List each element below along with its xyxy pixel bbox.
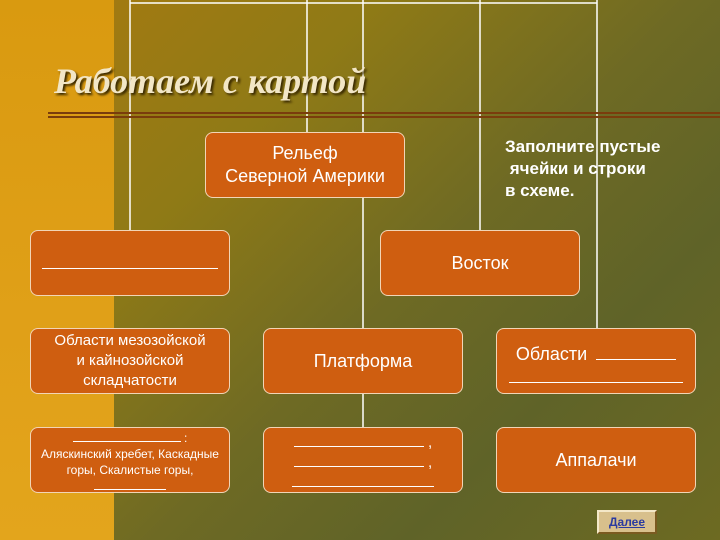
platform-items-line2: , (293, 453, 433, 473)
platform-items-line3[interactable] (292, 473, 434, 487)
root-node-line2: Северной Америки (225, 166, 385, 186)
mountains-west-line2: Аляскинский хребет, Каскадные (41, 447, 219, 461)
platform-items-sep1: , (428, 434, 433, 451)
mountains-west-line4[interactable] (94, 478, 166, 490)
regions-blank-line1: Области (515, 343, 677, 366)
next-button[interactable]: Далее (597, 510, 657, 534)
regions-blank-node[interactable]: Области (496, 328, 696, 394)
platform-items-line1: , (293, 433, 433, 453)
west-node-blank-line[interactable] (42, 267, 218, 269)
instruction-line1: Заполните пустые (505, 137, 661, 156)
title-divider (48, 112, 720, 118)
west-node-blank[interactable] (30, 230, 230, 296)
platform-items-sep2: , (428, 454, 433, 471)
platform-items-blank-1[interactable] (293, 446, 424, 447)
fold-regions-line2: и кайнозойской (76, 352, 184, 369)
mountains-west-line3: горы, Скалистые горы, (66, 463, 194, 477)
platform-items-blank-3[interactable] (292, 486, 434, 487)
fold-regions-line1: Области мезозойской (54, 332, 206, 349)
regions-blank-fill-2[interactable] (509, 381, 683, 383)
instruction-line2: ячейки и строки (505, 159, 646, 178)
platform-items-node[interactable]: , , (263, 427, 463, 493)
platform-node: Платформа (263, 328, 463, 394)
mountains-west-line1: : (72, 430, 188, 446)
platform-items-blank-2[interactable] (293, 466, 424, 467)
instruction-text: Заполните пустые ячейки и строки в схеме… (505, 136, 660, 202)
instruction-line3: в схеме. (505, 181, 575, 200)
east-node-label: Восток (451, 252, 509, 273)
mountains-west-blank-2[interactable] (94, 489, 166, 490)
regions-blank-line2[interactable] (509, 366, 683, 383)
fold-regions-line3: складчатости (83, 372, 177, 389)
root-node-relief: Рельеф Северной Америки (205, 132, 405, 198)
appalachians-label: Аппалачи (555, 449, 637, 470)
mountains-west-node[interactable]: : Аляскинский хребет, Каскадные горы, Ск… (30, 427, 230, 493)
regions-blank-label: Области (515, 343, 588, 364)
platform-node-label: Платформа (313, 350, 413, 371)
mountains-west-blank-1[interactable] (72, 441, 181, 442)
east-node: Восток (380, 230, 580, 296)
appalachians-node: Аппалачи (496, 427, 696, 493)
mountains-west-suffix: : (184, 431, 188, 445)
page-title: Работаем с картой (54, 61, 367, 101)
root-node-line1: Рельеф (272, 143, 338, 163)
regions-blank-fill[interactable] (596, 358, 677, 360)
fold-regions-node: Области мезозойской и кайнозойской склад… (30, 328, 230, 394)
